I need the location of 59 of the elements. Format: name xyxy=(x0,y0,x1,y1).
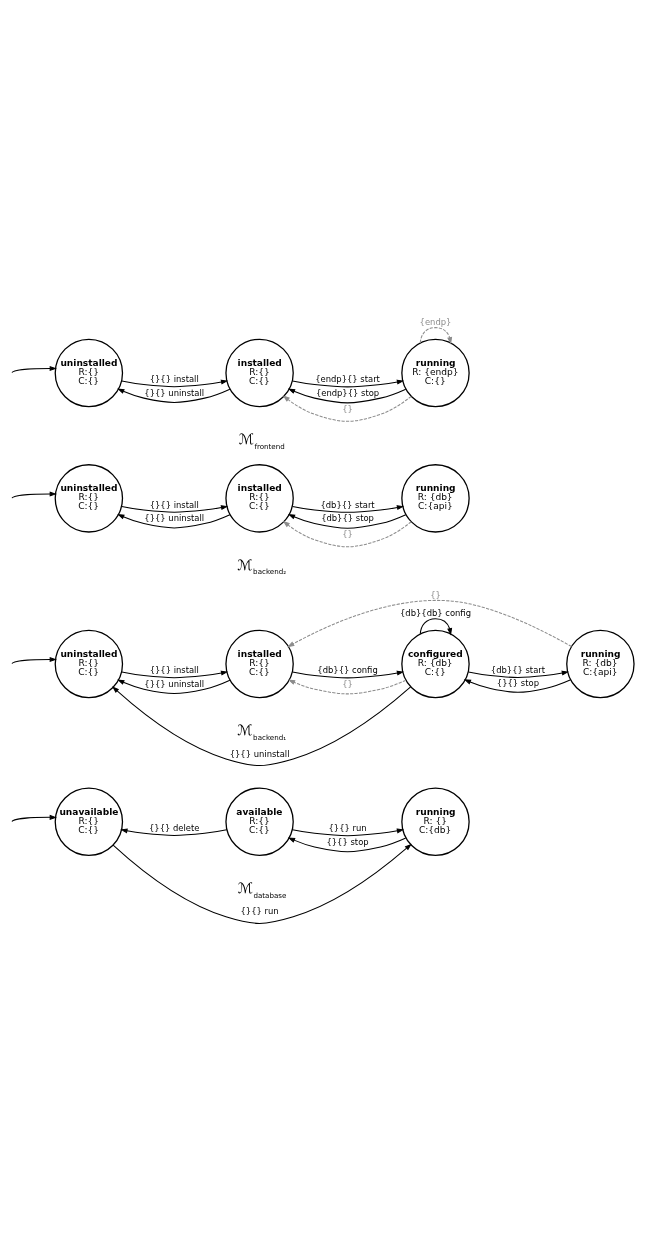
arrow xyxy=(292,505,405,513)
arrow xyxy=(292,379,405,388)
edge-label: {}{} uninstall xyxy=(144,513,205,524)
arrow xyxy=(419,618,453,636)
arrow xyxy=(287,388,407,404)
edge-label: {}{} run xyxy=(328,823,367,834)
arrow xyxy=(287,679,407,695)
edge-label: {} xyxy=(342,678,353,689)
arrow xyxy=(292,828,405,837)
edge-label: {}{} install xyxy=(149,499,199,510)
arrow xyxy=(112,686,412,767)
arrow xyxy=(467,670,569,678)
edge-label: {}{} run xyxy=(240,906,279,917)
arrow xyxy=(419,327,453,345)
edge-label: {}{} uninstall xyxy=(144,678,205,689)
edge-label: {endp}{} start xyxy=(315,374,380,385)
edge-label: {}{} install xyxy=(149,374,199,385)
arrow xyxy=(112,843,412,924)
arrow xyxy=(287,837,407,853)
arrow xyxy=(117,388,231,403)
arrow xyxy=(11,657,57,665)
edge-label: {db}{db} config xyxy=(399,608,471,619)
arrow xyxy=(463,679,572,693)
label: ℳ$_{database}$ xyxy=(237,880,287,900)
arrow xyxy=(292,670,405,679)
node-circle: unavailable R:{} C:{} xyxy=(54,787,124,856)
arrow xyxy=(121,379,229,388)
edge-label: {db}{} config xyxy=(317,665,378,676)
label: ℳ$_{frontend}$ xyxy=(238,431,285,451)
edge-label: {endp}{} stop xyxy=(315,387,380,398)
arrow xyxy=(287,514,407,529)
edge-label: {}{} stop xyxy=(496,678,540,689)
label: ℳ$_{backend₁}$ xyxy=(237,722,287,742)
arrow xyxy=(11,366,57,374)
edge-label: {}{} delete xyxy=(148,823,200,834)
arrow xyxy=(121,505,229,513)
node-circle: running R: {db} C:{api} xyxy=(566,629,635,699)
edge-label: {}{} install xyxy=(149,665,199,676)
arrow xyxy=(11,814,57,822)
arrow xyxy=(11,491,57,499)
arrow xyxy=(282,520,412,548)
edge-label: {}{} uninstall xyxy=(229,748,290,759)
edge-label: {endp} xyxy=(419,317,452,328)
arrow xyxy=(282,395,412,422)
edge-label: {} xyxy=(430,589,441,600)
edge-label: {}{} stop xyxy=(326,836,369,847)
edge-label: {}{} uninstall xyxy=(144,387,205,398)
edge-label: {db}{} start xyxy=(490,665,546,676)
arrow xyxy=(117,514,231,529)
arrow xyxy=(120,828,228,836)
node-circle: running R: {db} C:{api} xyxy=(401,464,470,533)
edge-label: {db}{} stop xyxy=(321,513,374,524)
label: ℳ$_{backend₂}$ xyxy=(237,556,287,577)
arrow xyxy=(117,679,231,695)
edge-label: {} xyxy=(342,529,353,540)
edge-label: {db}{} start xyxy=(320,499,375,510)
edge-label: {} xyxy=(342,403,353,414)
arrow xyxy=(287,599,572,648)
arrow xyxy=(121,670,229,679)
